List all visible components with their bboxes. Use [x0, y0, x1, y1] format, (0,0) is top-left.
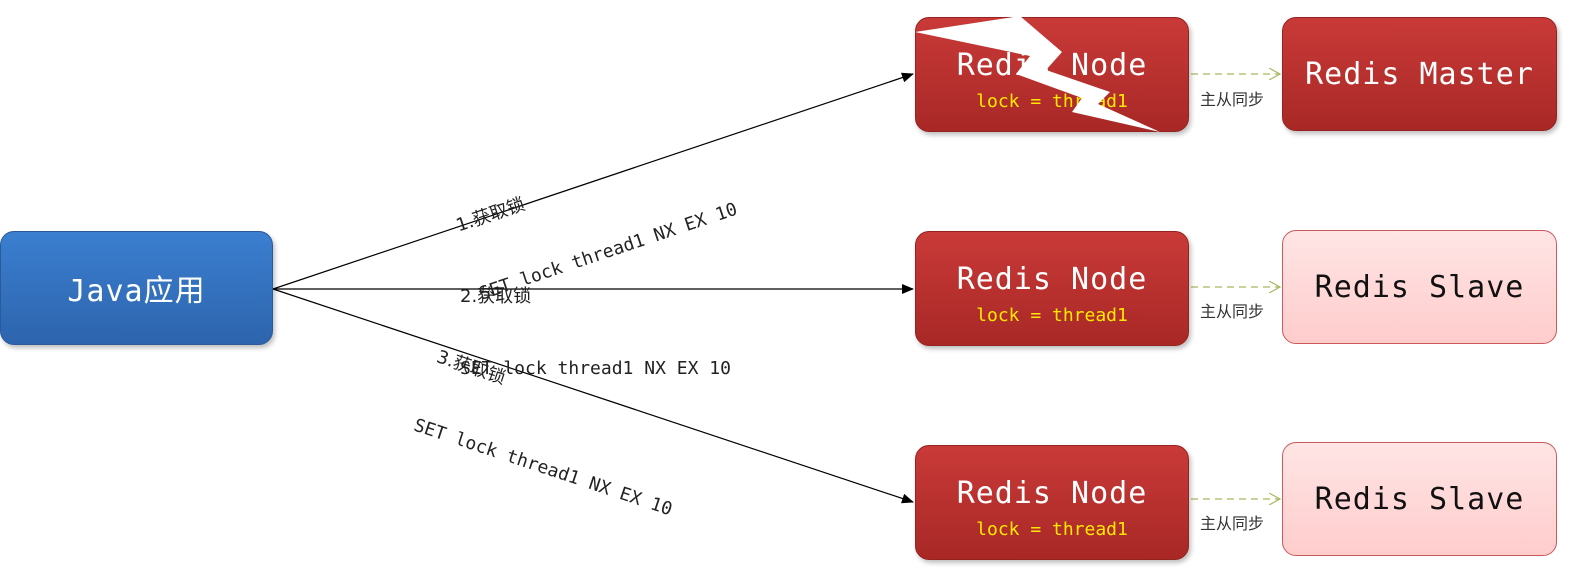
redis-node-2: Redis Node lock = thread1 [915, 231, 1189, 346]
redis-master-box: Redis Master [1282, 17, 1557, 131]
sync-label-3: 主从同步 [1200, 514, 1265, 533]
sync-label-2: 主从同步 [1200, 302, 1265, 321]
edge-command-label: SET lock thread1 NX EX 10 [460, 358, 731, 379]
redis-slave-box-1: Redis Slave [1282, 230, 1557, 344]
redis-node-title: Redis Node [956, 261, 1148, 297]
redis-node-lock-value: lock = thread1 [976, 304, 1128, 326]
java-app-title: Java应用 [67, 274, 206, 309]
redis-slave-title: Redis Slave [1314, 481, 1525, 517]
redis-node-title: Redis Node [956, 475, 1148, 511]
redis-slave-title: Redis Slave [1314, 269, 1525, 305]
redis-node-lock-value: lock = thread1 [976, 518, 1128, 540]
edge-label-2: 2.获取锁 SET lock thread1 NX EX 10 [460, 237, 731, 405]
edge-arrow-3 [272, 288, 914, 504]
redis-slave-box-2: Redis Slave [1282, 442, 1557, 556]
edge-step-label: 2.获取锁 [460, 286, 532, 307]
redis-node-3: Redis Node lock = thread1 [915, 445, 1189, 560]
sync-label-1: 主从同步 [1200, 90, 1265, 109]
java-app-box: Java应用 [0, 231, 273, 345]
edge-arrow-1 [272, 72, 914, 290]
redis-master-title: Redis Master [1305, 56, 1534, 92]
